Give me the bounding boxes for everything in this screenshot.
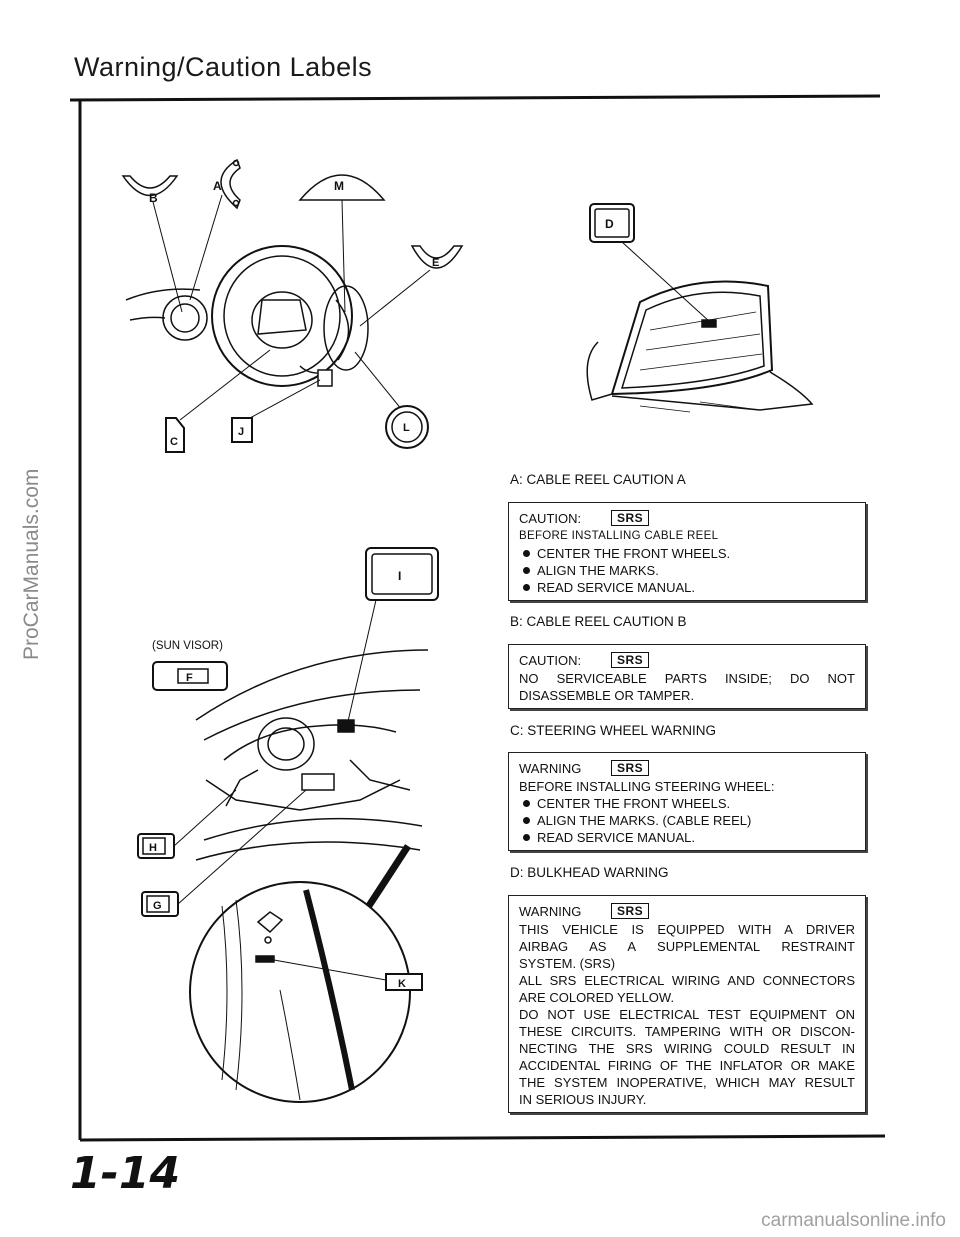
callout-m: M: [334, 179, 344, 193]
callout-j: J: [238, 426, 244, 438]
label-c-bullet: READ SERVICE MANUAL.: [519, 829, 855, 846]
srs-badge: SRS: [611, 903, 650, 919]
label-d-tag: D: [589, 203, 635, 243]
label-d-line: SYSTEM. (SRS): [519, 956, 616, 971]
label-g-tag: G: [141, 891, 179, 917]
steering-wheel-drawing: [125, 245, 369, 387]
bullet-dot-icon: [523, 817, 530, 824]
label-c-caption: C: STEERING WHEEL WARNING: [510, 723, 717, 738]
label-k-tag: K: [385, 973, 423, 991]
label-b-line: DISASSEMBLE OR TAMPER.: [519, 688, 695, 703]
label-b-tag: B: [121, 175, 179, 205]
label-d-line: NECTING THE SRS WIRING COULD RESULT IN: [519, 1041, 855, 1056]
label-d-line: AIRBAG AS A SUPPLEMENTAL RESTRAINT: [519, 939, 855, 954]
label-c-box: WARNING SRS BEFORE INSTALLING STEERING W…: [508, 752, 866, 851]
label-c-tag: C: [165, 417, 185, 453]
label-b-caption: B: CABLE REEL CAUTION B: [510, 614, 687, 629]
label-a-caption: A: CABLE REEL CAUTION A: [510, 472, 686, 487]
srs-badge: SRS: [611, 760, 650, 776]
label-i-tag: I: [365, 547, 439, 601]
label-b-heading-row: CAUTION: SRS: [519, 650, 855, 670]
label-d-line: THE SYSTEM INOPERATIVE, WHICH MAY RESULT: [519, 1075, 855, 1090]
label-d-line: DO NOT USE ELECTRICAL TEST EQUIPMENT ON: [519, 1007, 855, 1022]
callout-l: L: [403, 422, 410, 434]
label-d-line: ARE COLORED YELLOW.: [519, 990, 675, 1005]
srs-badge: SRS: [611, 652, 650, 668]
label-d-line: THESE CIRCUITS. TAMPERING WITH OR DISCON…: [519, 1024, 855, 1039]
bullet-dot-icon: [523, 800, 530, 807]
page-number: 1-14: [70, 1148, 181, 1199]
label-d-line: IN SERIOUS INJURY.: [519, 1092, 647, 1107]
callout-h: H: [149, 842, 157, 854]
bullet-dot-icon: [523, 584, 530, 591]
callout-g: G: [153, 900, 162, 912]
label-c-heading-row: WARNING SRS: [519, 758, 855, 778]
label-a-bullet: ALIGN THE MARKS.: [519, 562, 855, 579]
label-c-intro: BEFORE INSTALLING STEERING WHEEL:: [519, 779, 775, 794]
interior-drawing: [195, 649, 429, 861]
label-h-tag: H: [137, 833, 175, 859]
label-c-heading: WARNING: [519, 760, 582, 776]
sun-visor-note: (SUN VISOR): [152, 640, 223, 652]
callout-k: K: [398, 978, 406, 990]
label-a-bullet: CENTER THE FRONT WHEELS.: [519, 545, 855, 562]
label-e-tag: E: [410, 245, 464, 269]
label-d-line: ALL SRS ELECTRICAL WIRING AND CONNECTORS: [519, 973, 855, 988]
label-c-bullet: CENTER THE FRONT WHEELS.: [519, 795, 855, 812]
label-d-heading-row: WARNING SRS: [519, 901, 855, 921]
label-d-box: WARNING SRS THIS VEHICLE IS EQUIPPED WIT…: [508, 895, 866, 1113]
label-a-intro: BEFORE INSTALLING CABLE REEL: [519, 530, 719, 542]
label-b-heading: CAUTION:: [519, 652, 582, 668]
bullet-dot-icon: [523, 550, 530, 557]
callout-e: E: [432, 257, 439, 269]
label-f-tag: F: [152, 661, 228, 691]
callout-a: A: [213, 179, 222, 193]
bullet-dot-icon: [523, 567, 530, 574]
label-d-line: ACCIDENTAL FIRING OF THE INFLATOR OR MAK…: [519, 1058, 855, 1073]
srs-badge: SRS: [611, 510, 650, 526]
callout-c: C: [170, 436, 178, 448]
label-a-heading: CAUTION:: [519, 510, 582, 526]
label-m-tag: M: [298, 174, 386, 201]
label-a-heading-row: CAUTION: SRS: [519, 508, 855, 528]
label-d-caption: D: BULKHEAD WARNING: [510, 865, 669, 880]
detail-circle-drawing: [189, 881, 411, 1103]
footer-watermark: carmanualsonline.info: [761, 1210, 946, 1231]
callout-d: D: [605, 217, 614, 231]
label-a-box: CAUTION: SRS BEFORE INSTALLING CABLE REE…: [508, 502, 866, 601]
label-a-tag: A: [213, 158, 241, 210]
page-title: Warning/Caution Labels: [74, 52, 373, 82]
callout-f: F: [186, 672, 193, 684]
callout-b: B: [149, 191, 158, 205]
label-b-box: CAUTION: SRS NO SERVICEABLE PARTS INSIDE…: [508, 644, 866, 709]
label-d-line: THIS VEHICLE IS EQUIPPED WITH A DRIVER: [519, 922, 855, 937]
label-l-tag: L: [385, 405, 429, 449]
callout-i: I: [398, 569, 401, 583]
label-b-line: NO SERVICEABLE PARTS INSIDE; DO NOT: [519, 671, 855, 686]
label-a-bullet: READ SERVICE MANUAL.: [519, 579, 855, 596]
label-j-tag: J: [231, 417, 253, 443]
label-d-heading: WARNING: [519, 903, 582, 919]
bullet-dot-icon: [523, 834, 530, 841]
label-c-bullet: ALIGN THE MARKS. (CABLE REEL): [519, 812, 855, 829]
car-hood-drawing: [586, 280, 814, 413]
